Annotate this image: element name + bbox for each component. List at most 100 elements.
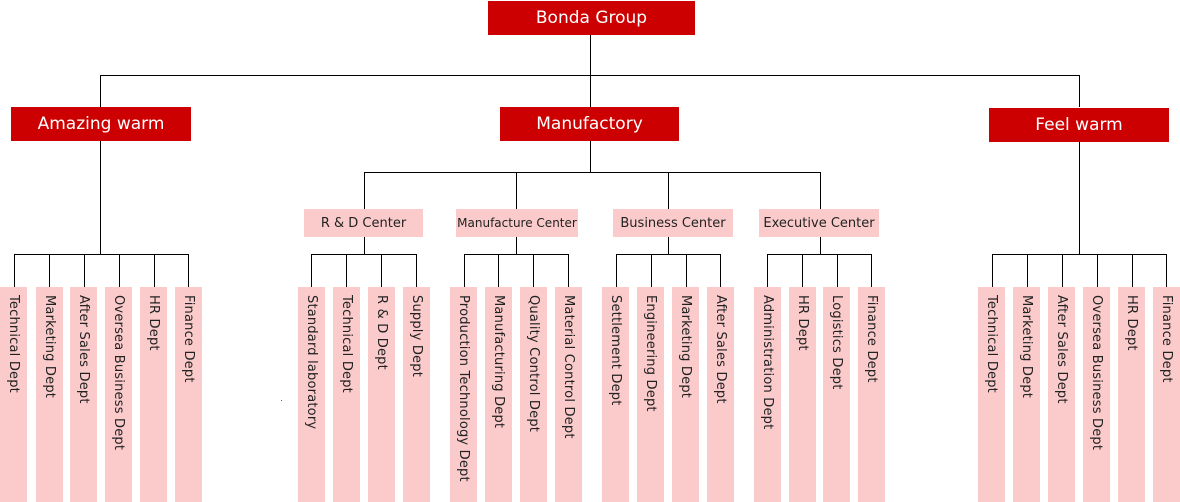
connector — [837, 254, 838, 287]
connector — [188, 254, 189, 287]
center-node: R & D Center — [304, 209, 423, 237]
connector — [119, 254, 120, 287]
dept-label: Engineering Dept — [643, 295, 658, 412]
connector — [668, 172, 669, 209]
dept-label: Technical Dept — [984, 295, 999, 393]
connector — [1166, 254, 1167, 287]
dept-node: Technical Dept — [978, 287, 1005, 502]
center-node: Manufacture Center — [456, 209, 578, 237]
dept-label: Settlement Dept — [608, 295, 623, 406]
dept-label: Administration Dept — [760, 295, 775, 430]
connector — [686, 254, 687, 287]
dept-node: Oversea Business Dept — [1083, 287, 1110, 502]
dept-label: HR Dept — [1124, 295, 1139, 351]
connector — [14, 254, 188, 255]
dept-label: HR Dept — [795, 295, 810, 351]
connector — [767, 254, 871, 255]
dept-label: Standard laboratory — [304, 295, 319, 430]
dept-node: HR Dept — [1118, 287, 1145, 502]
dept-label: Oversea Business Dept — [111, 295, 126, 451]
dept-node: Standard laboratory — [298, 287, 325, 502]
connector — [100, 141, 101, 254]
connector — [346, 254, 347, 287]
root-node: Bonda Group — [488, 1, 695, 35]
connector — [651, 254, 652, 287]
connector — [14, 254, 15, 287]
center-node: Executive Center — [759, 209, 879, 237]
company-node: Feel warm — [989, 108, 1169, 142]
connector — [616, 254, 617, 287]
connector — [1079, 141, 1080, 254]
dept-label: Finance Dept — [1159, 295, 1174, 383]
connector — [1027, 254, 1028, 287]
dept-label: After Sales Dept — [1054, 295, 1069, 404]
dept-label: R & D Dept — [374, 295, 389, 370]
connector — [516, 172, 517, 209]
connector — [416, 254, 417, 287]
dept-node: Finance Dept — [858, 287, 885, 502]
connector — [464, 254, 465, 287]
connector — [498, 254, 499, 287]
connector — [311, 254, 312, 287]
stray-dot — [281, 400, 282, 401]
dept-node: Oversea Business Dept — [105, 287, 132, 502]
connector — [568, 254, 569, 287]
connector — [590, 35, 591, 75]
connector — [49, 254, 50, 287]
dept-node: After Sales Dept — [70, 287, 97, 502]
dept-label: Production Technology Dept — [456, 295, 471, 482]
dept-label: HR Dept — [146, 295, 161, 351]
dept-node: Material Control Dept — [555, 287, 582, 502]
connector — [1132, 254, 1133, 287]
dept-node: Settlement Dept — [602, 287, 629, 502]
connector — [1097, 254, 1098, 287]
connector — [311, 254, 416, 255]
connector — [820, 237, 821, 254]
dept-label: Manufacturing Dept — [491, 295, 506, 429]
dept-node: Supply Dept — [403, 287, 430, 502]
dept-label: Oversea Business Dept — [1089, 295, 1104, 451]
dept-label: Marketing Dept — [678, 295, 693, 399]
connector — [154, 254, 155, 287]
dept-node: Technical Dept — [333, 287, 360, 502]
connector — [464, 254, 568, 255]
connector — [381, 254, 382, 287]
dept-node: Production Technology Dept — [450, 287, 477, 502]
dept-label: Finance Dept — [864, 295, 879, 383]
dept-node: Marketing Dept — [672, 287, 699, 502]
connector — [767, 254, 768, 287]
dept-label: Supply Dept — [409, 295, 424, 377]
connector — [616, 254, 720, 255]
connector — [100, 75, 1079, 76]
dept-label: Marketing Dept — [1019, 295, 1034, 399]
dept-node: Logistics Dept — [823, 287, 850, 502]
connector — [364, 172, 820, 173]
dept-label: Finance Dept — [181, 295, 196, 383]
dept-label: Material Control Dept — [561, 295, 576, 439]
dept-node: Marketing Dept — [36, 287, 63, 502]
connector — [590, 141, 591, 172]
connector — [992, 254, 993, 287]
dept-node: After Sales Dept — [707, 287, 734, 502]
dept-node: Finance Dept — [1153, 287, 1180, 502]
dept-node: Marketing Dept — [1013, 287, 1040, 502]
dept-label: Logistics Dept — [829, 295, 844, 390]
dept-node: Finance Dept — [175, 287, 202, 502]
dept-node: HR Dept — [789, 287, 816, 502]
dept-node: After Sales Dept — [1048, 287, 1075, 502]
company-node: Manufactory — [500, 107, 679, 141]
dept-node: Technical Dept — [0, 287, 27, 502]
connector — [590, 75, 591, 107]
connector — [720, 254, 721, 287]
connector — [1079, 75, 1080, 107]
connector — [820, 172, 821, 209]
center-node: Business Center — [613, 209, 733, 237]
dept-node: HR Dept — [140, 287, 167, 502]
connector — [668, 237, 669, 254]
connector — [871, 254, 872, 287]
dept-node: Administration Dept — [754, 287, 781, 502]
connector — [84, 254, 85, 287]
connector — [533, 254, 534, 287]
